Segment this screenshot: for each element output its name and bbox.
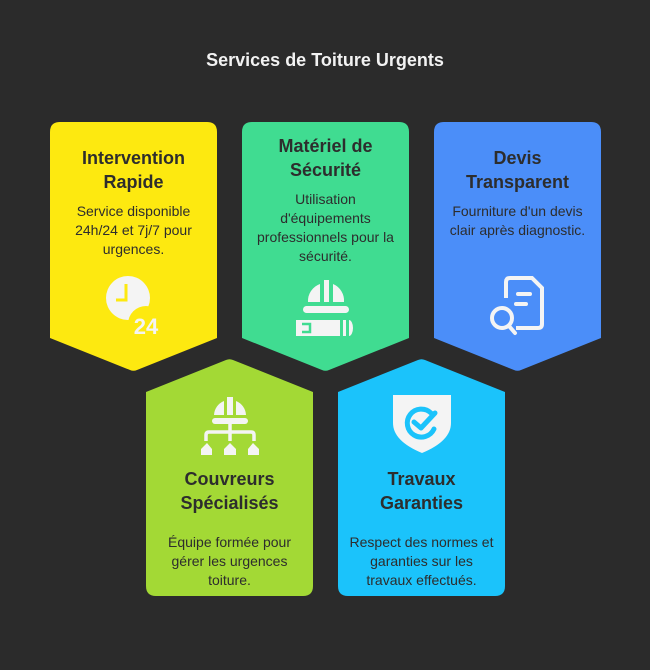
page-title: Services de Toiture Urgents [206,50,444,70]
team-hierarchy-icon [200,397,259,455]
card-shape [242,122,409,371]
card-description: Respect des normes et garanties sur les … [349,534,494,588]
card-description: Fourniture d'un devis clair après diagno… [449,203,586,238]
card-shape [338,359,505,596]
svg-text:24: 24 [133,314,158,338]
helmet-safety-icon [295,280,353,336]
shield-check-icon [392,395,451,453]
card-shape [50,122,217,371]
card-shape [146,359,313,596]
card-description: Utilisation d'équipements professionnels… [257,191,394,264]
card-description: Équipe formée pour gérer les urgences to… [168,534,291,588]
clock-24-icon: 24 [105,276,164,338]
card-shape [434,122,601,371]
card-description: Service disponible 24h/24 et 7j/7 pour u… [75,203,192,257]
document-search-icon [489,276,544,335]
